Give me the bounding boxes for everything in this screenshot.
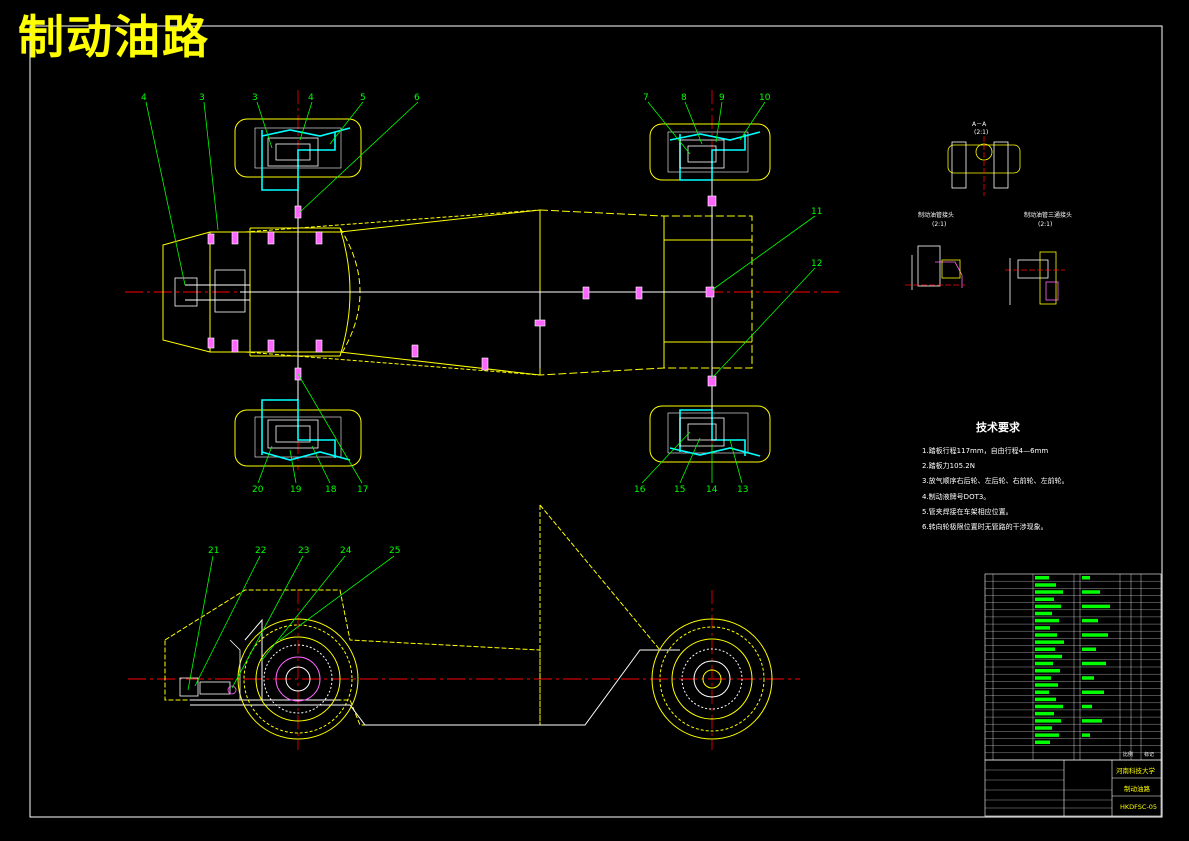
title-block-school: 河南科技大学 bbox=[1116, 766, 1156, 775]
side-front-wheel bbox=[237, 618, 359, 740]
side-frame-tubes bbox=[190, 618, 680, 726]
view-labels: A－A (2:1) 制动油管接头 (2:1) 制动油管三通接头 (2:1) bbox=[918, 121, 1072, 228]
title-block-mark-label: 标记 bbox=[1144, 751, 1154, 758]
balloon-b16: 16 bbox=[634, 485, 646, 495]
detail-2-label: 制动油管三通接头 bbox=[1024, 211, 1072, 219]
balloon-b15: 15 bbox=[674, 485, 685, 495]
balloon-b20: 20 bbox=[252, 485, 264, 495]
detail-2-scale: (2:1) bbox=[1038, 221, 1052, 228]
balloon-labels: 4 3 3 4 5 6 7 8 9 10 11 12 13 14 15 16 1… bbox=[141, 93, 822, 556]
chassis-outline bbox=[162, 209, 753, 376]
section-label: A－A bbox=[972, 121, 987, 128]
tech-requirements-list: 1.踏板行程117mm，自由行程4—6mm 2.踏板力105.2N 3.放气顺序… bbox=[922, 444, 1069, 535]
title-block-scale-label: 比例 bbox=[1123, 751, 1133, 758]
rear-left-wheel bbox=[649, 123, 771, 181]
parts-list-rows bbox=[985, 581, 1161, 753]
balloon-b3: 3 bbox=[252, 93, 258, 103]
balloon-b17: 17 bbox=[357, 485, 368, 495]
balloon-b2: 3 bbox=[199, 93, 205, 103]
title-block-text: 河南科技大学 制动油路 HKDFSC-05 比例 标记 bbox=[1116, 751, 1157, 811]
side-pedal-assembly bbox=[179, 639, 241, 700]
balloon-b8: 8 bbox=[681, 93, 687, 103]
drawing-title: 制动油路 bbox=[18, 10, 210, 64]
parts-list bbox=[984, 573, 1162, 761]
balloon-b5: 5 bbox=[360, 93, 366, 103]
title-block bbox=[984, 759, 1162, 817]
balloon-b12: 12 bbox=[811, 259, 822, 269]
detail-view-tee bbox=[1005, 251, 1065, 305]
balloon-b4: 4 bbox=[308, 93, 314, 103]
title-block-name: 制动油路 bbox=[1124, 784, 1151, 793]
leader-lines bbox=[145, 101, 816, 691]
tech-requirement-item: 4.制动液牌号DOT3。 bbox=[922, 492, 991, 501]
side-rear-wheel bbox=[651, 618, 773, 740]
parts-list-marks bbox=[1035, 576, 1110, 744]
balloon-b22: 22 bbox=[255, 546, 266, 556]
section-a-a bbox=[947, 136, 1021, 196]
balloon-b1: 4 bbox=[141, 93, 147, 103]
balloon-b14: 14 bbox=[706, 485, 718, 495]
balloon-b23: 23 bbox=[298, 546, 309, 556]
detail-view-fitting bbox=[905, 245, 965, 290]
balloon-b25: 25 bbox=[389, 546, 400, 556]
tech-requirements-heading: 技术要求 bbox=[976, 421, 1020, 434]
main-brake-lines bbox=[185, 180, 713, 410]
title-block-number: HKDFSC-05 bbox=[1120, 803, 1157, 811]
side-view bbox=[128, 504, 800, 750]
balloon-b13: 13 bbox=[737, 485, 748, 495]
parts-list-entries bbox=[1035, 576, 1110, 744]
wheel-hub-details bbox=[174, 137, 725, 449]
balloon-b24: 24 bbox=[340, 546, 352, 556]
balloon-b7: 7 bbox=[643, 93, 649, 103]
tech-requirement-item: 5.管夹焊接在车架相应位置。 bbox=[922, 507, 1013, 516]
pipe-clips bbox=[207, 195, 717, 387]
balloon-b18: 18 bbox=[325, 485, 337, 495]
tech-requirement-item: 3.放气顺序右后轮、左后轮、右前轮、左前轮。 bbox=[922, 477, 1069, 486]
tech-requirement-item: 6.转向轮极限位置时无管路的干涉现象。 bbox=[922, 523, 1048, 532]
top-view bbox=[125, 90, 840, 470]
balloon-b19: 19 bbox=[290, 485, 302, 495]
tech-requirement-item: 1.踏板行程117mm，自由行程4—6mm bbox=[922, 447, 1049, 455]
tech-requirement-item: 2.踏板力105.2N bbox=[922, 462, 975, 471]
detail-1-label: 制动油管接头 bbox=[918, 211, 954, 219]
detail-1-scale: (2:1) bbox=[932, 221, 946, 228]
balloon-b9: 9 bbox=[719, 93, 725, 103]
balloon-b6: 6 bbox=[414, 93, 420, 103]
balloon-b11: 11 bbox=[811, 207, 822, 217]
section-scale: (2:1) bbox=[974, 129, 988, 136]
balloon-b21: 21 bbox=[208, 546, 219, 556]
drawing-border bbox=[29, 25, 1163, 818]
balloon-b10: 10 bbox=[759, 93, 771, 103]
